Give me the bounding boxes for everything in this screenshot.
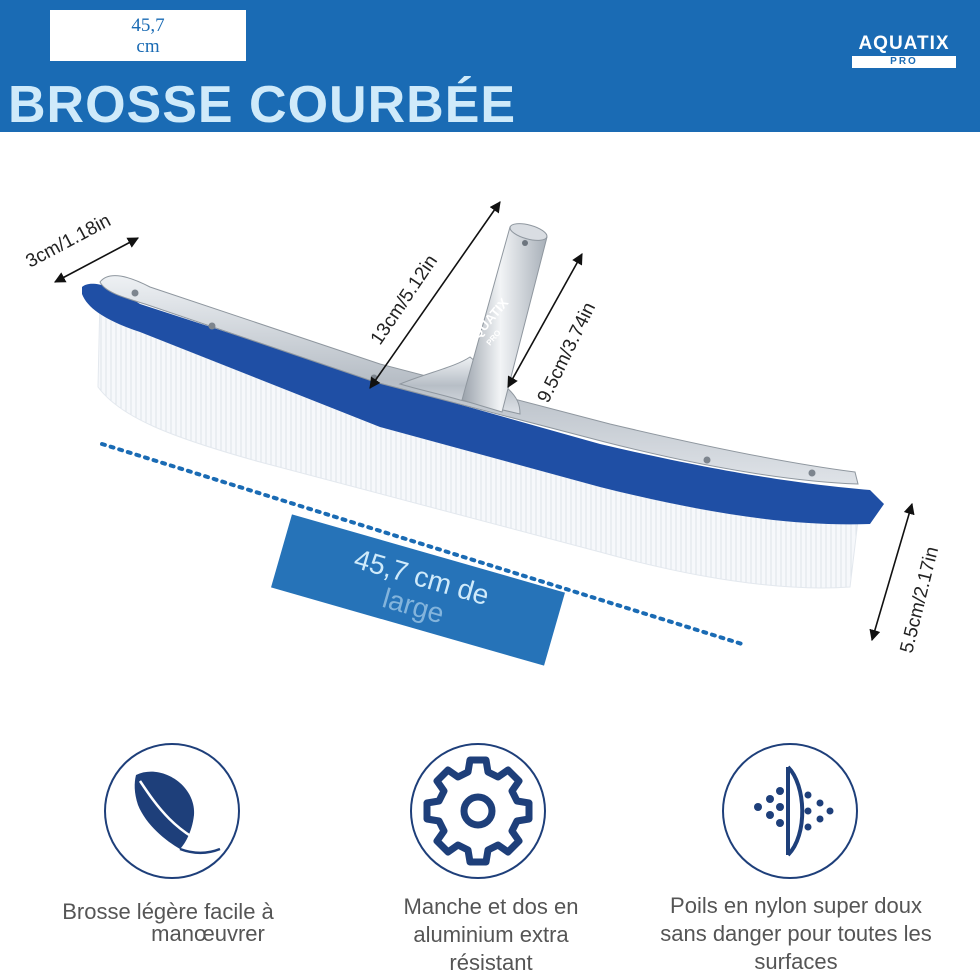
brand-logo-name: AQUATIX bbox=[858, 33, 950, 54]
dim-handle-sleeve-label: 9.5cm/3.74in bbox=[534, 299, 601, 406]
feature-caption-line: Brosse légère facile à bbox=[62, 899, 274, 924]
size-tag: 45,7 cm bbox=[50, 10, 246, 61]
size-tag-value: 45,7 bbox=[131, 14, 165, 36]
feature-caption-line: Manche et dos en bbox=[403, 894, 579, 919]
feature-badge-aluminium bbox=[410, 743, 546, 879]
feature-caption-line: résistant bbox=[449, 950, 533, 975]
dim-width-strip-label: 3cm/1.18in bbox=[22, 210, 114, 272]
feature-caption-line: manœuvrer bbox=[151, 921, 265, 946]
feature-caption-line: sans danger pour toutes les bbox=[660, 921, 932, 946]
page-title: BROSSE COURBÉE bbox=[8, 76, 517, 134]
bristles-icon bbox=[754, 765, 834, 857]
feature-caption-nylon: Poils en nylon super doux sans danger po… bbox=[646, 892, 946, 976]
handle-tube bbox=[461, 226, 548, 413]
brush-blue-back bbox=[82, 283, 884, 525]
gear-icon bbox=[423, 756, 533, 866]
size-tag-unit: cm bbox=[136, 35, 160, 57]
length-label-band: 45,7 cm de large bbox=[271, 514, 565, 666]
header-banner: 45,7 cm BROSSE COURBÉE AQUATIX PRO bbox=[0, 0, 980, 134]
brush-aluminium-bar bbox=[99, 275, 859, 485]
brand-logo-sub: PRO bbox=[852, 56, 956, 68]
feature-badge-light bbox=[104, 743, 240, 879]
feature-caption-light: Brosse légère facile à manœuvrer bbox=[18, 898, 318, 948]
brush-illustration: AQUATIX PRO 3cm/1.18in 13cm/5.12in 9.5cm… bbox=[22, 201, 943, 666]
feature-caption-aluminium: Manche et dos en aluminium extra résista… bbox=[341, 893, 641, 977]
feature-caption-line: Poils en nylon super doux bbox=[670, 893, 922, 918]
feature-caption-line: aluminium extra bbox=[413, 922, 569, 947]
dim-height-label: 5.5cm/2.17in bbox=[896, 545, 943, 656]
feather-icon bbox=[134, 771, 221, 854]
feature-badge-nylon bbox=[722, 743, 858, 879]
feature-caption-line: surfaces bbox=[754, 949, 838, 974]
length-dotted-line bbox=[100, 442, 744, 646]
brand-logo: AQUATIX PRO bbox=[852, 34, 956, 70]
